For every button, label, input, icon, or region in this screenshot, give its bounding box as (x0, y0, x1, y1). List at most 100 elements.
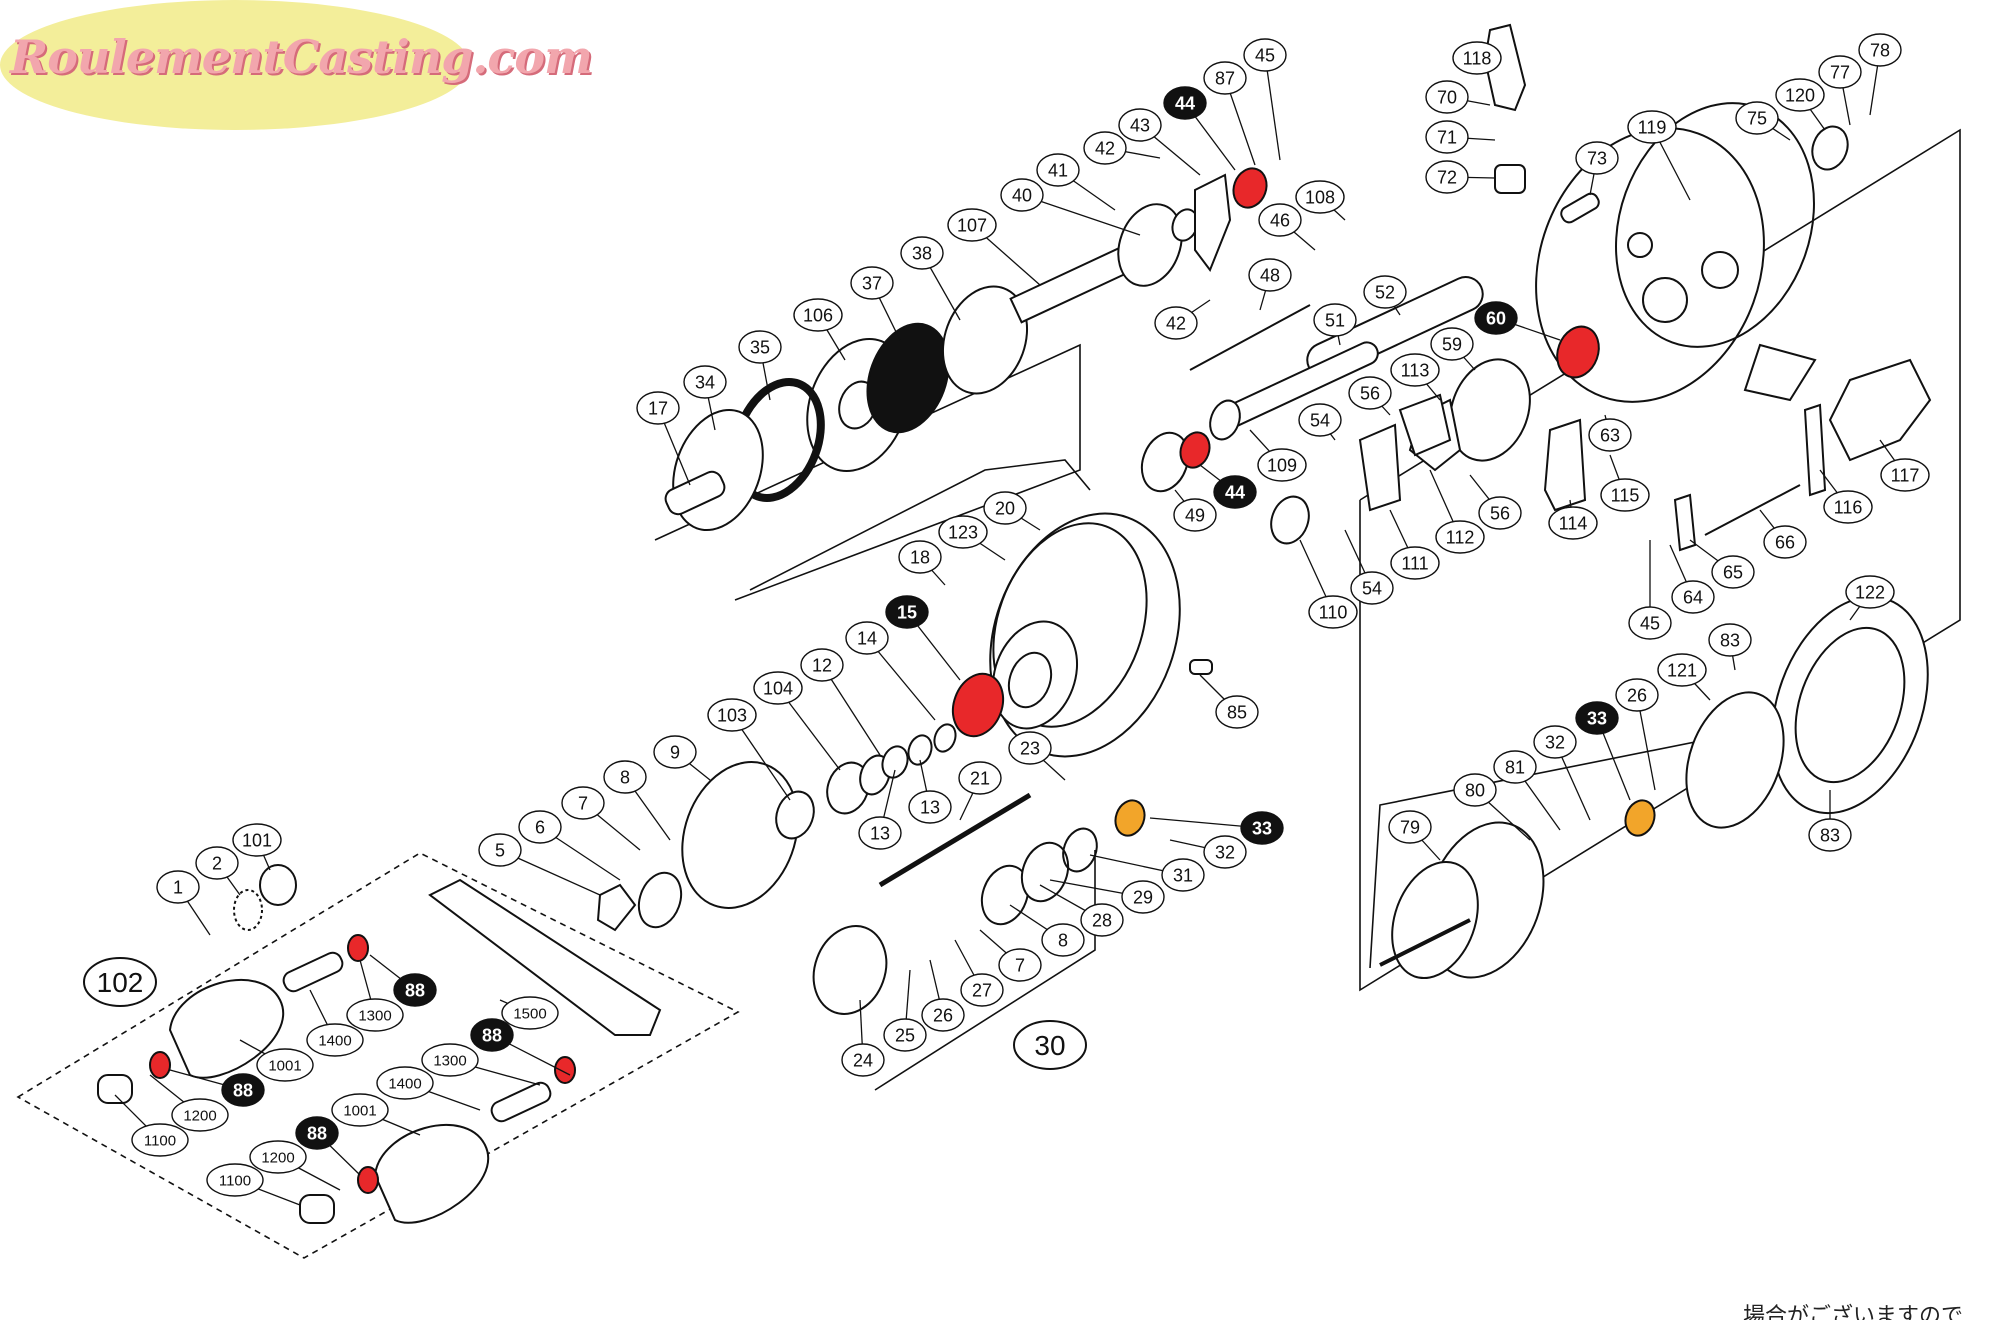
bearing-33a (1624, 799, 1656, 837)
handle-arm-1500 (428, 878, 662, 1036)
callout-c104: 104 (753, 671, 803, 705)
handle-nut-101 (259, 864, 297, 906)
callout-c14: 14 (845, 621, 889, 655)
callout-c116: 116 (1823, 490, 1873, 524)
callout-c107: 107 (947, 208, 997, 242)
callout-labels: 1187071724587444342414010738371063534171… (83, 33, 1930, 1197)
bracket-114 (1543, 418, 1587, 512)
callout-c1: 1 (156, 870, 200, 904)
callout-c71: 71 (1425, 120, 1469, 154)
callout-number: 71 (1437, 127, 1457, 147)
callout-bubble (478, 833, 522, 867)
callout-bubble (1763, 525, 1807, 559)
callout-number: 107 (957, 215, 987, 235)
callout-bubble (518, 810, 562, 844)
drag-washer-37 (866, 322, 950, 434)
bearing-15 (951, 672, 1005, 738)
callout-c5: 5 (478, 833, 522, 867)
callout-c81: 81 (1493, 750, 1537, 784)
shaft-21 (878, 792, 1032, 888)
callout-bubble (1588, 418, 1632, 452)
side-cover-122-inner (1794, 626, 1906, 784)
callout-number: 31 (1173, 865, 1193, 885)
callout-number: 1100 (219, 1172, 251, 1189)
handle-assembly-dashed-box (16, 852, 740, 1259)
plate-65 (1673, 493, 1697, 552)
knob-1001a (168, 978, 284, 1079)
callout-bubble (1348, 376, 1392, 410)
callout-number: 1400 (388, 1075, 421, 1092)
callout-bubble (1390, 353, 1440, 387)
callout-bubble (1008, 731, 1052, 765)
callout-bubble (1575, 701, 1619, 735)
callout-number: 59 (1442, 334, 1462, 354)
callout-number: 41 (1048, 160, 1068, 180)
callout-c78: 78 (1858, 33, 1902, 67)
washer-13a (881, 745, 909, 779)
callout-bubble (1161, 858, 1205, 892)
callout-number: 1001 (343, 1102, 376, 1119)
callout-c110: 110 (1308, 595, 1358, 629)
callout-c17: 17 (636, 391, 680, 425)
side-plate-123 (989, 512, 1181, 758)
nut-104 (826, 761, 870, 815)
callout-number: 56 (1360, 383, 1380, 403)
callout-c120: 120 (1775, 78, 1825, 112)
callout-number: 122 (1855, 582, 1885, 602)
callout-number: 32 (1215, 842, 1235, 862)
callout-bubble (249, 1140, 307, 1174)
callout-number: 2 (212, 853, 222, 873)
callout-number: 1400 (318, 1032, 351, 1049)
callout-bubble (983, 491, 1027, 525)
bearing-44b (1179, 431, 1211, 469)
callout-number: 75 (1747, 108, 1767, 128)
callout-number: 44 (1175, 93, 1195, 113)
callout-c37: 37 (850, 266, 894, 300)
callout-number: 83 (1720, 630, 1740, 650)
callout-number: 45 (1640, 613, 1660, 633)
callout-bubble (1080, 903, 1124, 937)
callout-bubble (295, 1116, 339, 1150)
callout-bubble (393, 973, 437, 1007)
callout-number: 116 (1834, 497, 1863, 517)
callout-number: 110 (1319, 602, 1348, 622)
callout-number: 66 (1775, 532, 1795, 552)
rod-66 (1704, 484, 1801, 536)
callout-c7b: 7 (998, 948, 1042, 982)
bearing-88c (554, 1056, 576, 1084)
callout-c117: 117 (1880, 458, 1930, 492)
drag-washer-6 (637, 871, 683, 929)
callout-bubble (1213, 475, 1257, 509)
callout-c20: 20 (983, 491, 1027, 525)
callout-c56b: 56 (1478, 496, 1522, 530)
callout-number: 65 (1723, 562, 1743, 582)
callout-number: 1500 (513, 1005, 546, 1022)
callout-c83a: 83 (1708, 623, 1752, 657)
callout-number: 81 (1505, 757, 1525, 777)
callout-c1200b: 1200 (249, 1140, 307, 1174)
callout-bubble (221, 1073, 265, 1107)
callout-c33a: 33 (1575, 701, 1619, 735)
washer-14 (933, 723, 957, 753)
callout-number: 72 (1437, 167, 1457, 187)
bearing-33b (1114, 799, 1146, 837)
callout-bubble (1295, 180, 1345, 214)
callout-bubble (1118, 108, 1162, 142)
plate-116 (1803, 403, 1827, 497)
callout-bubble (1575, 141, 1619, 175)
callout-bubble (1453, 773, 1497, 807)
callout-number: 12 (812, 655, 832, 675)
callout-number: 38 (912, 243, 932, 263)
callout-bubble (1041, 923, 1085, 957)
callout-c42b: 42 (1154, 306, 1198, 340)
callout-c32a: 32 (1533, 725, 1577, 759)
callout-c79: 79 (1388, 810, 1432, 844)
callout-bubble (156, 870, 200, 904)
bearing-60 (1556, 325, 1600, 379)
callout-c30: 30 (1013, 1020, 1087, 1070)
callout-bubble (1203, 61, 1247, 95)
callout-number: 115 (1611, 485, 1640, 505)
callout-number: 34 (695, 372, 715, 392)
callout-bubble (908, 790, 952, 824)
callout-number: 88 (307, 1123, 327, 1143)
